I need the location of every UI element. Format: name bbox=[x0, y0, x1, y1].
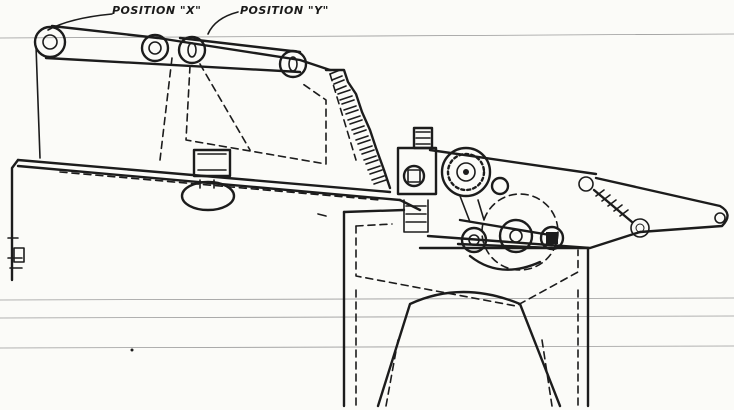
position-y-label: POSITION "Y" bbox=[240, 4, 329, 17]
small-spring bbox=[592, 188, 634, 224]
frame-stand bbox=[342, 208, 590, 408]
coil-spring bbox=[324, 68, 392, 190]
base-plate bbox=[16, 158, 422, 212]
small-marks bbox=[130, 213, 327, 352]
central-block bbox=[396, 126, 438, 233]
position-y-arm bbox=[177, 35, 308, 79]
background-rule-lines bbox=[0, 33, 734, 349]
left-rod bbox=[7, 45, 41, 282]
right-lever bbox=[426, 148, 729, 250]
position-x-arm bbox=[33, 24, 332, 74]
position-x-label: POSITION "X" bbox=[112, 4, 202, 17]
hidden-plate-outline bbox=[59, 57, 381, 201]
cam-assembly bbox=[456, 193, 565, 271]
knob-assembly bbox=[180, 148, 236, 212]
gear bbox=[440, 146, 510, 198]
